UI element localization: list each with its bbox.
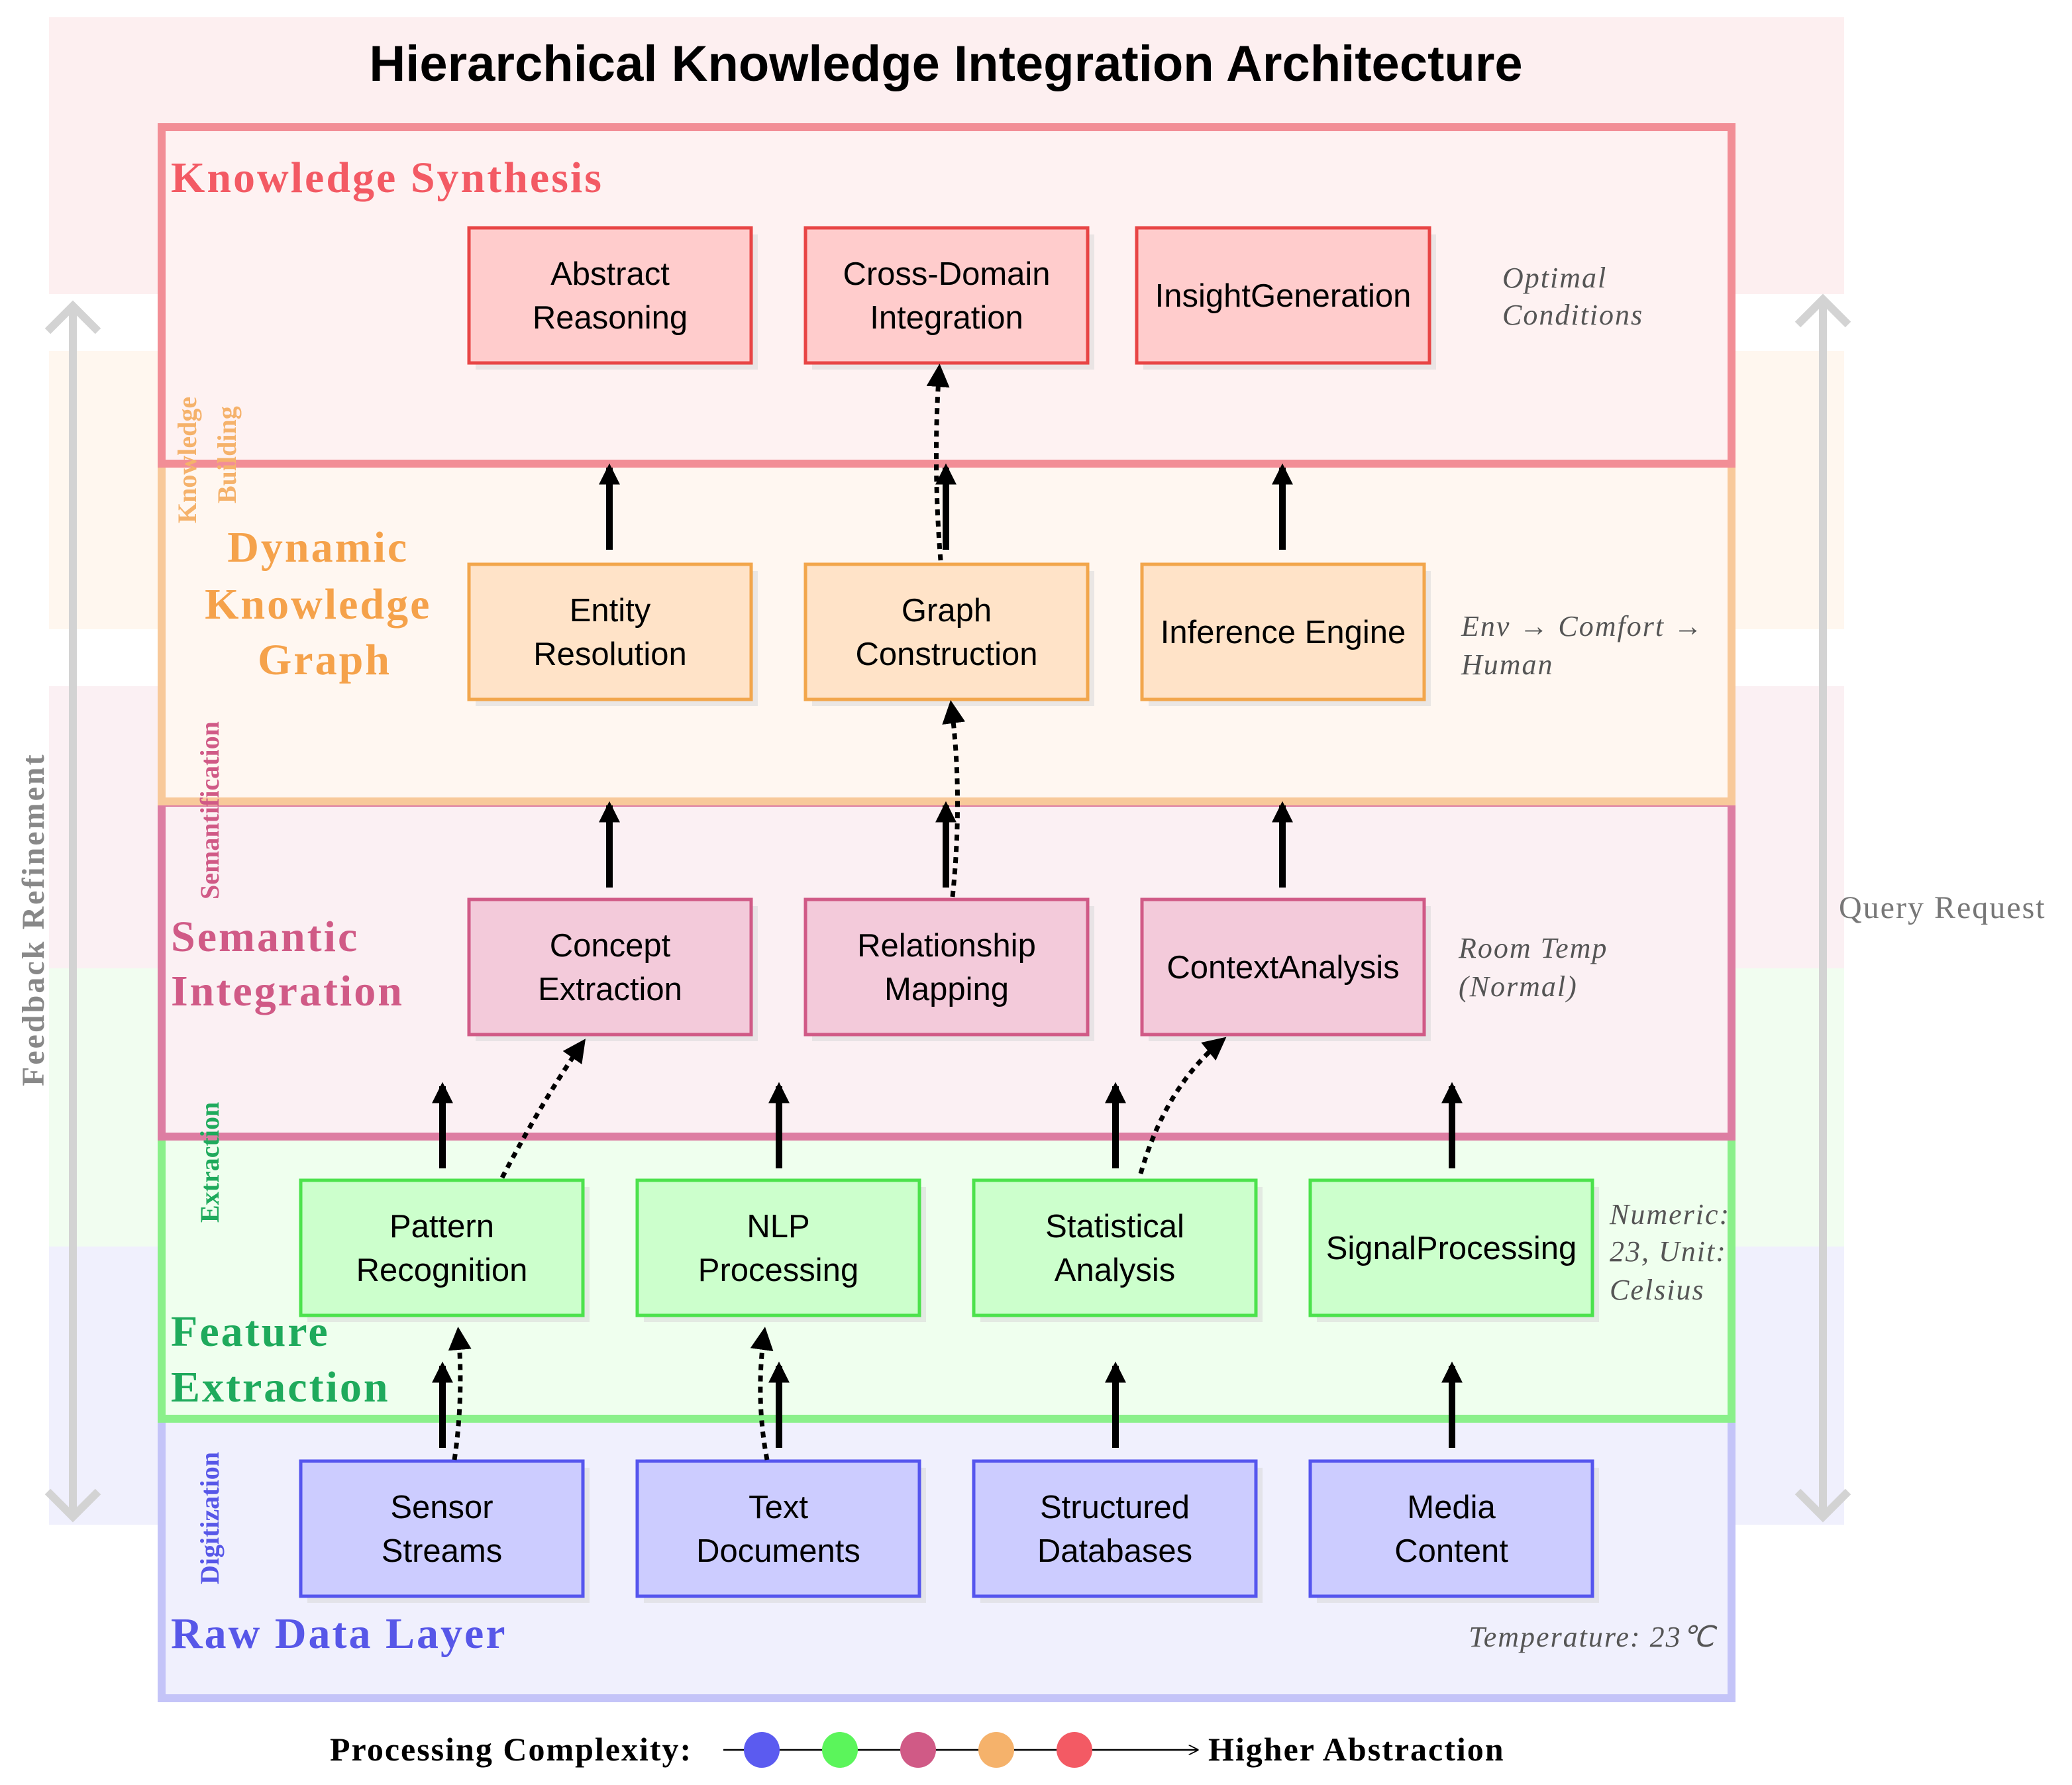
diagram-title: Hierarchical Knowledge Integration Archi… xyxy=(369,36,1522,92)
feedback-flow-arrow xyxy=(44,300,101,1523)
component-box-raw-1 xyxy=(635,1459,921,1598)
note-synthesis: Optimal Conditions xyxy=(1502,262,1643,331)
side-label-digitization: Digitization xyxy=(195,1452,225,1584)
legend-dot-0 xyxy=(744,1732,780,1768)
component-label-semantic-2: ContextAnalysis xyxy=(1166,950,1399,986)
component-box-graph-0 xyxy=(467,562,753,701)
component-box-graph-1 xyxy=(803,562,1090,701)
component-box-feature-3 xyxy=(1308,1178,1594,1317)
query-flow-arrow xyxy=(1794,293,1851,1523)
legend-dot-4 xyxy=(1057,1732,1092,1768)
note-graph: Env → Comfort → Human xyxy=(1461,610,1712,681)
dotted-relationship-to-graph xyxy=(942,700,966,897)
dotted-graph-to-crossdomain xyxy=(926,364,950,561)
layer-name-raw: Raw Data Layer xyxy=(171,1609,507,1658)
legend-label: Processing Complexity: xyxy=(330,1731,692,1768)
dotted-pattern-to-concept xyxy=(499,1039,586,1179)
component-label-feature-3: SignalProcessing xyxy=(1326,1231,1577,1266)
dotted-text-to-nlp xyxy=(750,1327,774,1460)
legend-dot-1 xyxy=(822,1732,858,1768)
layer-name-graph: Dynamic Knowledge Graph xyxy=(205,523,444,684)
layer-name-synthesis: Knowledge Synthesis xyxy=(171,154,603,202)
component-box-synthesis-1 xyxy=(803,226,1090,365)
side-label-building: Building xyxy=(212,406,242,503)
complexity-legend: Processing Complexity: Higher Abstractio… xyxy=(330,1731,1505,1768)
legend-dot-2 xyxy=(900,1732,936,1768)
component-box-feature-2 xyxy=(972,1178,1258,1317)
feedback-refinement-label: Feedback Refinement xyxy=(16,752,51,1086)
layer-name-semantic: Semantic Integration xyxy=(171,913,404,1015)
query-request-label: Query Request xyxy=(1839,890,2046,925)
component-box-semantic-1 xyxy=(803,897,1090,1037)
component-box-raw-3 xyxy=(1308,1459,1594,1598)
note-raw: Temperature: 23℃ xyxy=(1469,1621,1717,1653)
component-box-semantic-0 xyxy=(467,897,753,1037)
component-box-synthesis-2 xyxy=(1135,226,1431,365)
component-box-raw-2 xyxy=(972,1459,1258,1598)
dotted-statistical-to-context xyxy=(1138,1037,1227,1174)
solid-arrows xyxy=(431,463,1463,1448)
note-semantic: Room Temp (Normal) xyxy=(1458,932,1616,1003)
legend-dot-3 xyxy=(978,1732,1014,1768)
side-label-semantification: Semantification xyxy=(195,721,225,899)
dotted-arrows xyxy=(448,364,1227,1460)
legend-end-label: Higher Abstraction xyxy=(1208,1731,1505,1768)
component-label-synthesis-2: InsightGeneration xyxy=(1155,278,1412,314)
side-label-knowledge: Knowledge xyxy=(172,397,202,523)
component-box-synthesis-0 xyxy=(467,226,753,365)
legend-dots xyxy=(744,1732,1092,1768)
note-feature: Numeric: 23, Unit: Celsius xyxy=(1609,1198,1739,1306)
component-box-semantic-2 xyxy=(1140,897,1426,1037)
component-label-graph-2: Inference Engine xyxy=(1161,615,1406,650)
dotted-sensor-to-pattern xyxy=(448,1327,472,1460)
layer-frames xyxy=(158,123,1735,1702)
component-box-raw-0 xyxy=(299,1459,585,1598)
component-box-graph-2 xyxy=(1140,562,1426,701)
component-box-feature-0 xyxy=(299,1178,585,1317)
side-label-extraction: Extraction xyxy=(195,1102,225,1223)
component-box-feature-1 xyxy=(635,1178,921,1317)
